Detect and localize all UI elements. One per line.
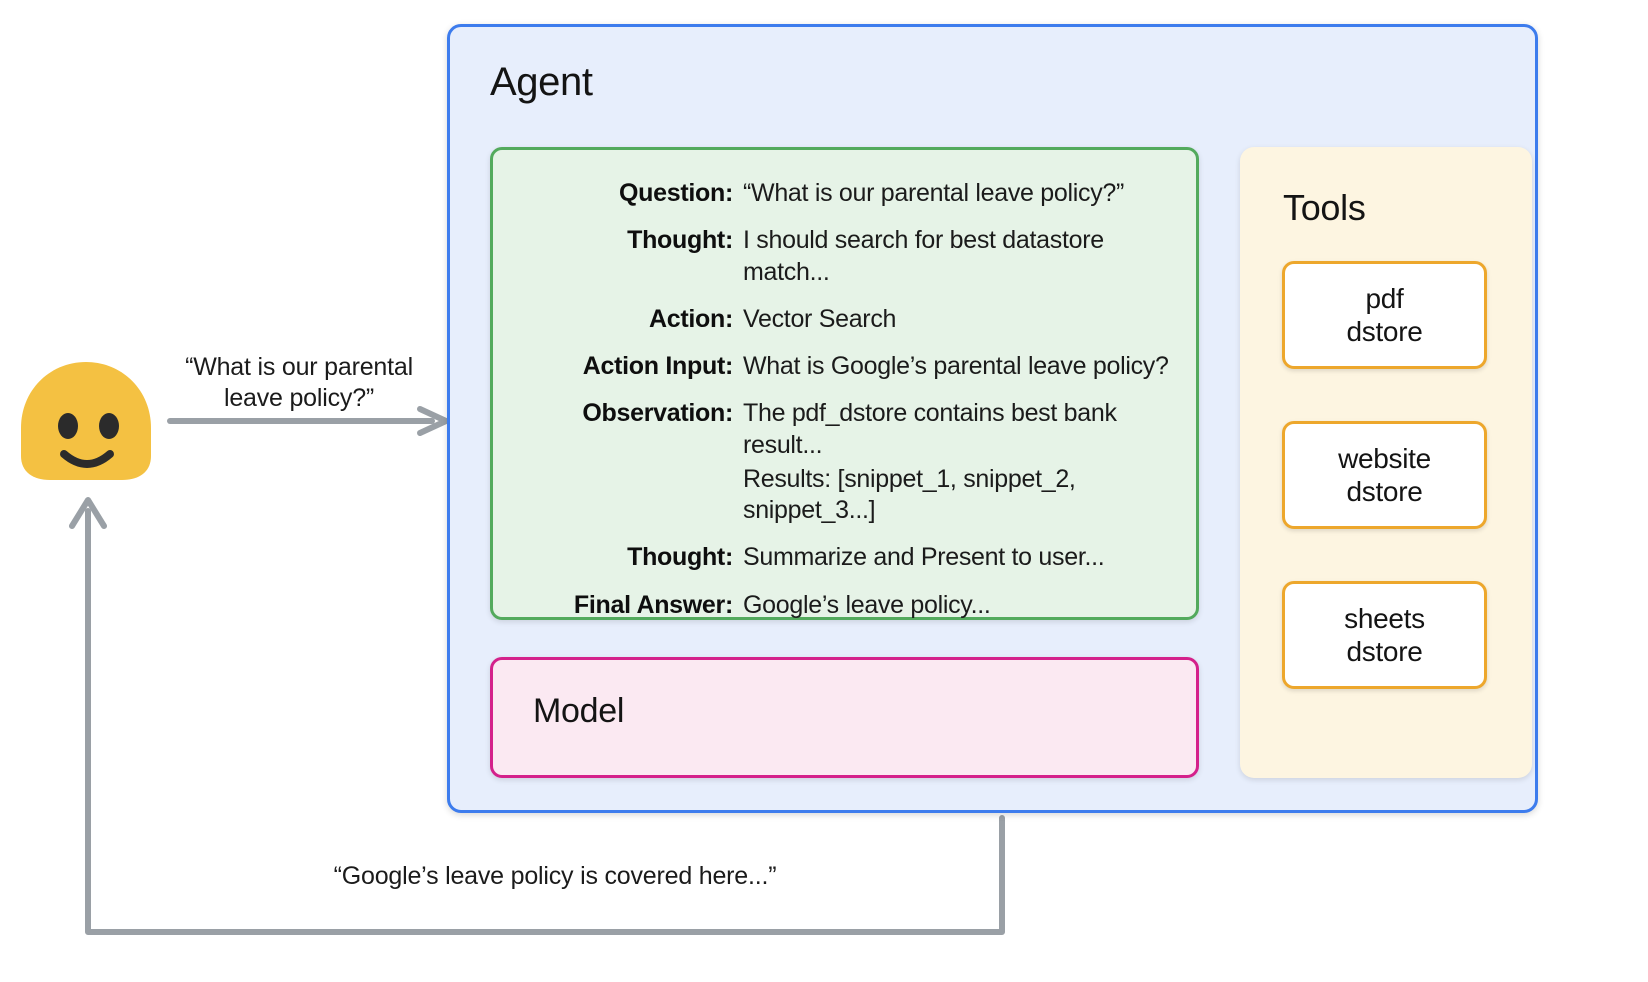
user-question-line-1: “What is our parental — [185, 353, 413, 381]
tool-card-pdf-dstore[interactable]: pdf dstore — [1282, 261, 1487, 369]
tool-card-pdf-dstore-label: pdf dstore — [1346, 282, 1422, 348]
trace-value-thought-1: I should search for best datastore match… — [743, 226, 1104, 286]
model-box: Model — [490, 657, 1199, 778]
agent-answer-label: “Google’s leave policy is covered here..… — [333, 862, 777, 890]
avatar-smile — [60, 450, 114, 468]
react-trace-list: Question: “What is our parental leave po… — [493, 178, 1196, 637]
trace-label-action-input: Action Input: — [582, 352, 734, 380]
trace-row-action-input: Action Input: What is Google’s parental … — [493, 351, 1196, 382]
tool-card-sheets-dstore-line-2: dstore — [1346, 636, 1423, 667]
trace-row-thought-1: Thought: I should search for best datast… — [493, 225, 1196, 288]
avatar-right-eye — [99, 413, 119, 439]
trace-value-observation: The pdf_dstore contains best bank result… — [743, 398, 1196, 526]
trace-label-observation: Observation: — [582, 399, 733, 428]
tool-card-website-dstore-line-2: dstore — [1346, 476, 1423, 507]
trace-row-question: Question: “What is our parental leave po… — [493, 178, 1196, 209]
trace-value-final-answer: Google’s leave policy... — [743, 590, 991, 619]
trace-value-observation-line-1: The pdf_dstore contains best bank result… — [743, 399, 1117, 459]
trace-row-observation: Observation: The pdf_dstore contains bes… — [493, 398, 1196, 526]
react-trace-box: Question: “What is our parental leave po… — [490, 147, 1199, 620]
trace-label-action: Action: — [649, 304, 733, 333]
trace-label-thought-2: Thought: — [627, 543, 733, 572]
trace-value-question: “What is our parental leave policy?” — [743, 179, 1125, 207]
trace-value-action: Vector Search — [743, 304, 897, 333]
tool-card-sheets-dstore[interactable]: sheets dstore — [1282, 581, 1487, 689]
trace-value-thought-2: Summarize and Present to user... — [743, 543, 1105, 572]
tool-card-sheets-dstore-label: sheets dstore — [1344, 602, 1425, 668]
trace-label-thought-1: Thought: — [627, 226, 733, 255]
agent-title: Agent — [490, 60, 593, 104]
agent-panel: Agent Question: “What is our parental le… — [447, 24, 1538, 813]
user-blob-avatar — [21, 362, 151, 480]
tool-card-pdf-dstore-line-1: pdf — [1365, 282, 1404, 314]
tool-card-website-dstore-line-1: website — [1338, 442, 1431, 474]
tool-card-website-dstore-label: website dstore — [1338, 442, 1431, 508]
tool-card-sheets-dstore-line-1: sheets — [1344, 602, 1425, 634]
tools-panel: Tools pdf dstore website dstore — [1240, 147, 1532, 778]
trace-value-action-input: What is Google’s parental leave policy? — [743, 352, 1169, 380]
trace-row-action: Action: Vector Search — [493, 304, 1196, 335]
user-question-line-2: leave policy?” — [223, 383, 375, 412]
avatar-left-eye — [58, 413, 78, 439]
tool-list: pdf dstore website dstore sheets dstore — [1282, 261, 1487, 741]
trace-label-question: Question: — [619, 179, 733, 207]
tool-card-pdf-dstore-line-2: dstore — [1346, 316, 1423, 347]
tool-card-website-dstore[interactable]: website dstore — [1282, 421, 1487, 529]
trace-value-observation-line-2: Results: [snippet_1, snippet_2, snippet_… — [743, 464, 1076, 524]
user-question-label: “What is our parental leave policy?” — [172, 352, 426, 413]
model-title: Model — [533, 692, 625, 730]
trace-label-final-answer: Final Answer: — [573, 590, 733, 619]
trace-row-thought-2: Thought: Summarize and Present to user..… — [493, 542, 1196, 573]
tools-title: Tools — [1283, 187, 1366, 228]
trace-row-final-answer: Final Answer: Google’s leave policy... — [493, 590, 1196, 621]
